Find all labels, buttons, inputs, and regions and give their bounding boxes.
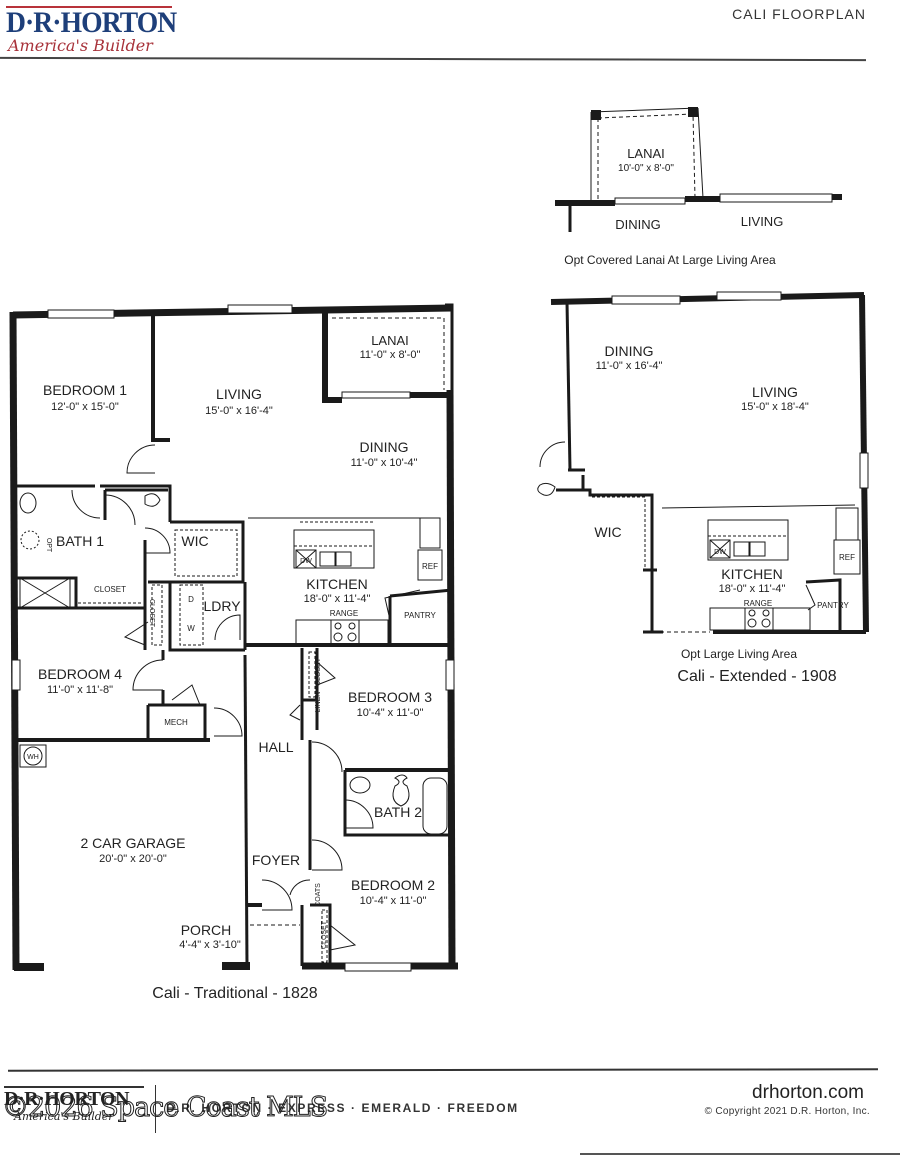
- room-bedroom-3: BEDROOM 3: [348, 689, 432, 705]
- opt-dining-label: DINING: [615, 217, 661, 232]
- footer-bottom-line: [580, 1153, 900, 1155]
- label-ref: REF: [422, 562, 438, 571]
- traditional-windows: [11, 304, 455, 972]
- footer-logo-divider: [155, 1085, 156, 1133]
- footer-divider: [7, 1068, 879, 1072]
- room-bedroom-4: BEDROOM 4: [38, 666, 122, 682]
- label-water-heater: WH: [27, 754, 39, 761]
- logo-bar: [6, 6, 172, 8]
- room-bedroom-4-size: 11'-0" x 11'-8": [47, 684, 113, 696]
- label-linen: LINEN: [315, 692, 322, 713]
- room-bedroom-2-size: 10'-4" x 11'-0": [360, 895, 427, 907]
- room-hall: HALL: [258, 739, 293, 755]
- room-porch-size: 4'-4" x 3'-10": [179, 939, 241, 951]
- label-coats: COATS: [315, 883, 322, 907]
- ext-room-living: LIVING: [752, 384, 798, 400]
- footer-logo-tagline: America's Builder: [14, 1110, 114, 1123]
- room-kitchen-size: 18'-0" x 11'-4": [304, 593, 371, 605]
- room-bedroom-1-size: 12'-0" x 15'-0": [51, 401, 119, 413]
- floorplan-drawing: BEDROOM 1 12'-0" x 15'-0" LIVING 15'-0" …: [9, 107, 869, 1002]
- footer-logo: D·R·HORTON America's Builder: [4, 1086, 152, 1123]
- ext-room-dining-size: 11'-0" x 16'-4": [596, 360, 663, 372]
- label-mech: MECH: [164, 718, 188, 727]
- label-closet-bed4: CLOSET: [148, 599, 155, 628]
- room-garage-size: 20'-0" x 20'-0": [99, 853, 167, 865]
- ext-room-living-size: 15'-0" x 18'-4": [741, 401, 809, 413]
- room-lanai: LANAI: [371, 333, 409, 348]
- lanai-option-walls: [555, 107, 842, 232]
- logo-name: D·R·HORTON: [6, 6, 177, 39]
- room-living-size: 15'-0" x 16'-4": [205, 405, 273, 417]
- footer-logo-bar: [4, 1086, 144, 1088]
- room-wic: WIC: [181, 533, 208, 549]
- mls-watermark: ©2026 Space Coast MLS: [1, 1092, 328, 1124]
- label-dishwasher: DW: [300, 558, 312, 565]
- brand-list: D.R. HORTON · EXPRESS · EMERALD · FREEDO…: [166, 1101, 519, 1115]
- extended-caption: Cali - Extended - 1908: [677, 668, 836, 685]
- opt-lanai-name: LANAI: [627, 146, 665, 161]
- ext-room-dining: DINING: [605, 343, 654, 359]
- label-closet-bed2: CLOSET: [321, 920, 328, 949]
- traditional-caption: Cali - Traditional - 1828: [152, 985, 318, 1002]
- room-bath-2: BATH 2: [374, 804, 422, 820]
- room-lanai-size: 11'-0" x 8'-0": [360, 349, 421, 361]
- ext-room-kitchen: KITCHEN: [721, 566, 782, 582]
- label-dryer: D: [188, 595, 194, 604]
- label-closet-bath1: CLOSET: [94, 585, 126, 594]
- ext-room-kitchen-size: 18'-0" x 11'-4": [719, 583, 786, 595]
- room-laundry: LDRY: [203, 598, 241, 614]
- label-opt: OPT: [45, 538, 52, 553]
- copyright-notice: © Copyright 2021 D.R. Horton, Inc.: [704, 1106, 870, 1117]
- logo-tagline: America's Builder: [8, 36, 153, 55]
- room-kitchen: KITCHEN: [306, 576, 367, 592]
- extended-plan-walls: [550, 291, 869, 634]
- lanai-outline: [332, 317, 445, 390]
- room-bedroom-3-size: 10'-4" x 11'-0": [357, 707, 424, 719]
- ext-label-dishwasher: DW: [714, 549, 726, 556]
- room-dining-size: 11'-0" x 10'-4": [351, 457, 418, 469]
- room-porch: PORCH: [181, 922, 232, 938]
- extended-room-labels: DINING 11'-0" x 16'-4" LIVING 15'-0" x 1…: [594, 343, 855, 685]
- lanai-option-labels: LANAI 10'-0" x 8'-0" DINING LIVING Opt C…: [564, 146, 783, 267]
- ext-room-wic: WIC: [594, 524, 621, 540]
- traditional-door-swings: [71, 444, 421, 951]
- traditional-room-labels: BEDROOM 1 12'-0" x 15'-0" LIVING 15'-0" …: [27, 333, 438, 951]
- room-living: LIVING: [216, 386, 262, 402]
- label-pantry: PANTRY: [404, 611, 436, 620]
- lanai-option-caption: Opt Covered Lanai At Large Living Area: [564, 253, 776, 267]
- label-closet-bed3: CLOSET: [315, 657, 322, 686]
- room-bedroom-2: BEDROOM 2: [351, 877, 435, 893]
- opt-lanai-size: 10'-0" x 8'-0": [618, 163, 674, 174]
- room-bath-1: BATH 1: [56, 533, 104, 549]
- drhorton-logo: D·R·HORTON America's Builder: [6, 6, 177, 55]
- traditional-fixture-outlines: [78, 521, 374, 963]
- room-garage: 2 CAR GARAGE: [80, 835, 185, 851]
- website-link[interactable]: drhorton.com: [752, 1082, 864, 1103]
- room-dining: DINING: [360, 439, 409, 455]
- opt-living-label: LIVING: [741, 214, 784, 229]
- footer-logo-name: D·R·HORTON: [4, 1088, 130, 1110]
- extended-sub-caption: Opt Large Living Area: [681, 647, 797, 661]
- label-washer: W: [187, 624, 195, 633]
- ext-label-pantry: PANTRY: [817, 601, 849, 610]
- ext-label-range: RANGE: [744, 599, 772, 608]
- extended-fixtures: [537, 441, 861, 633]
- ext-label-ref: REF: [839, 553, 855, 562]
- traditional-fixtures: [19, 492, 448, 926]
- page-title: CALI FLOORPLAN: [732, 6, 866, 22]
- room-foyer: FOYER: [252, 852, 300, 868]
- label-range: RANGE: [330, 609, 358, 618]
- room-bedroom-1: BEDROOM 1: [43, 382, 127, 398]
